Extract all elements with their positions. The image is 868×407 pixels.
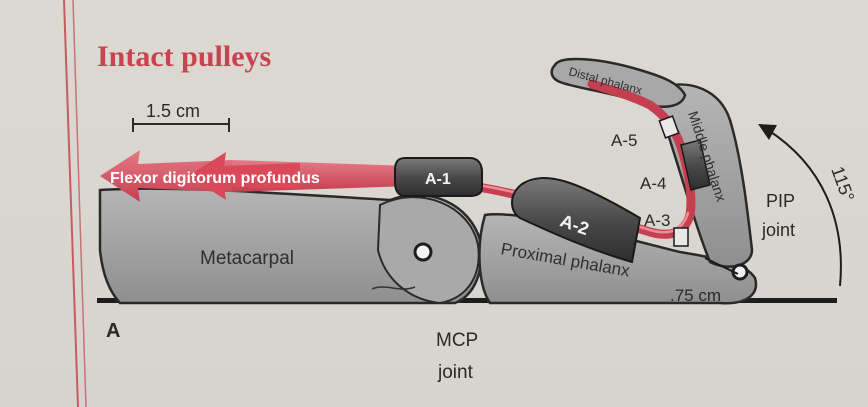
pulley-a4-label: A-4 [640,174,666,193]
muscle-label: Flexor digitorum profundus [110,170,320,187]
pulley-a5-label: A-5 [611,131,637,150]
moment-arm-label: .75 cm [670,286,721,305]
metacarpal-label: Metacarpal [200,248,294,269]
diagram-title: Intact pulleys [97,40,271,73]
flexion-arc-arrowhead [758,124,777,140]
measurement-1-5cm: 1.5 cm [133,101,229,132]
pulley-a3-label: A-3 [644,211,670,230]
measurement-1-5cm-label: 1.5 cm [146,101,200,121]
mcp-joint-pivot [415,244,431,260]
panel-letter: A [106,320,120,342]
pulley-a3 [674,228,688,246]
angle-label: 115° [827,164,858,205]
mcp-label-line2: joint [437,362,474,383]
pip-label-line2: joint [761,220,795,240]
margin-line-outer [64,0,78,407]
mcp-label-line1: MCP [436,330,478,351]
pip-label-line1: PIP [766,191,795,211]
pulley-a1-label: A-1 [425,171,451,188]
